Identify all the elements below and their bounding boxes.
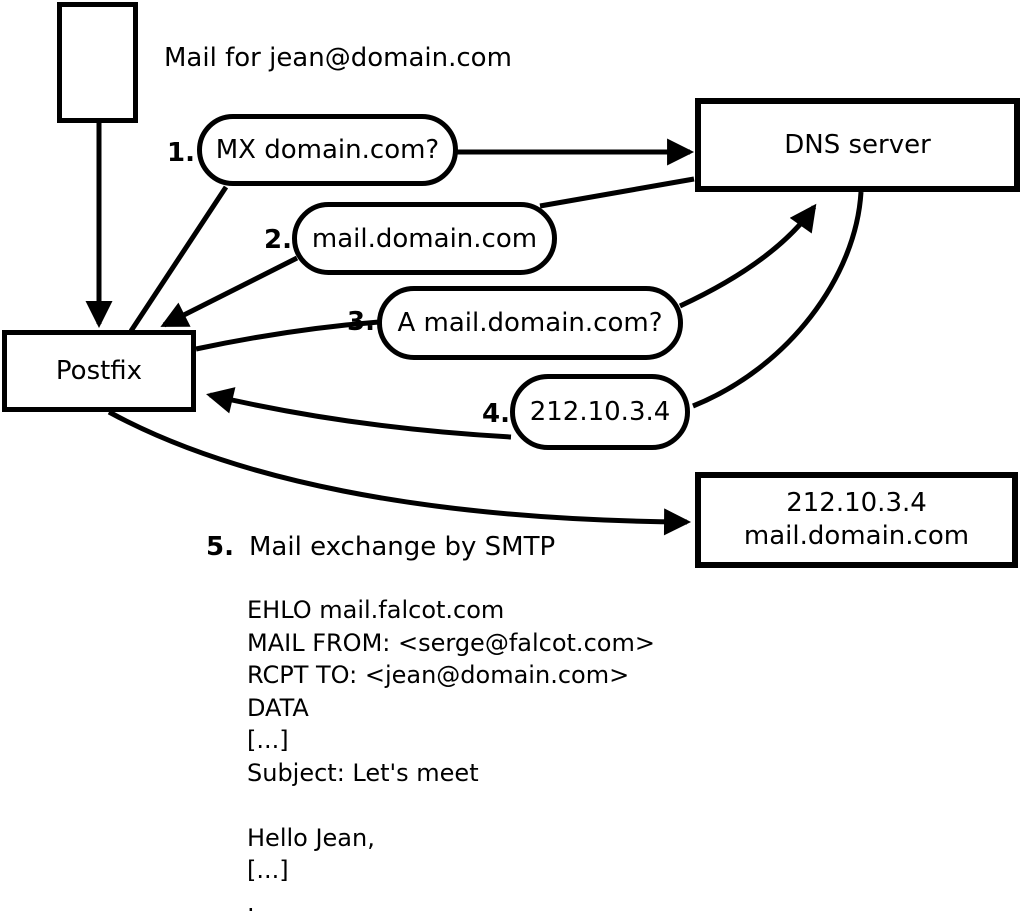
line-postfix-to-pill1 (128, 185, 229, 333)
mail-server-hostname: mail.domain.com (743, 521, 970, 551)
message-node (57, 2, 138, 123)
step-1-pill: MX domain.com? (197, 114, 458, 186)
postfix-label: Postfix (55, 356, 143, 386)
smtp-line: [...] (247, 856, 289, 884)
smtp-line: [...] (247, 726, 289, 754)
step-4-pill: 212.10.3.4 (510, 374, 690, 450)
step-1-label: MX domain.com? (215, 135, 440, 165)
smtp-line: MAIL FROM: <serge@falcot.com> (247, 628, 655, 657)
line-postfix-to-pill3 (195, 319, 380, 352)
line-dns-to-pill4 (692, 191, 864, 409)
arrow-pill3-to-dns (678, 203, 817, 309)
mail-server-node: 212.10.3.4 mail.domain.com (695, 472, 1018, 568)
mail-server-ip: 212.10.3.4 (786, 488, 927, 518)
smtp-line: DATA (247, 693, 309, 722)
smtp-line: . (247, 888, 255, 917)
step-5-caption: Mail exchange by SMTP (249, 532, 556, 562)
arrow-postfix-to-mailserver (107, 409, 692, 536)
smtp-line-blank (247, 789, 655, 822)
step-2-pill: mail.domain.com (292, 202, 557, 275)
step-3-label: A mail.domain.com? (397, 308, 663, 338)
arrow-pill2-to-postfix (160, 255, 299, 328)
dns-server-label: DNS server (784, 130, 931, 160)
step-3-number: 3. (347, 307, 375, 337)
step-2-number: 2. (264, 225, 292, 255)
dns-server-node: DNS server (695, 98, 1020, 192)
step-3-pill: A mail.domain.com? (377, 286, 683, 360)
smtp-line: RCPT TO: <jean@domain.com> (247, 661, 630, 689)
diagram-title: Mail for jean@domain.com (164, 43, 512, 73)
smtp-line: Hello Jean, (247, 823, 375, 852)
step-4-number: 4. (482, 399, 510, 429)
smtp-line: EHLO mail.falcot.com (247, 596, 505, 624)
step-5-number: 5. (206, 532, 234, 562)
step-1-number: 1. (167, 138, 195, 168)
smtp-transcript: EHLO mail.falcot.com MAIL FROM: <serge@f… (247, 594, 655, 919)
postfix-node: Postfix (2, 330, 196, 412)
line-dns-to-pill2 (539, 176, 695, 209)
arrow-pill4-to-postfix (206, 387, 512, 440)
smtp-line: Subject: Let's meet (247, 758, 479, 787)
step-4-label: 212.10.3.4 (529, 397, 671, 427)
step-2-label: mail.domain.com (311, 223, 538, 254)
